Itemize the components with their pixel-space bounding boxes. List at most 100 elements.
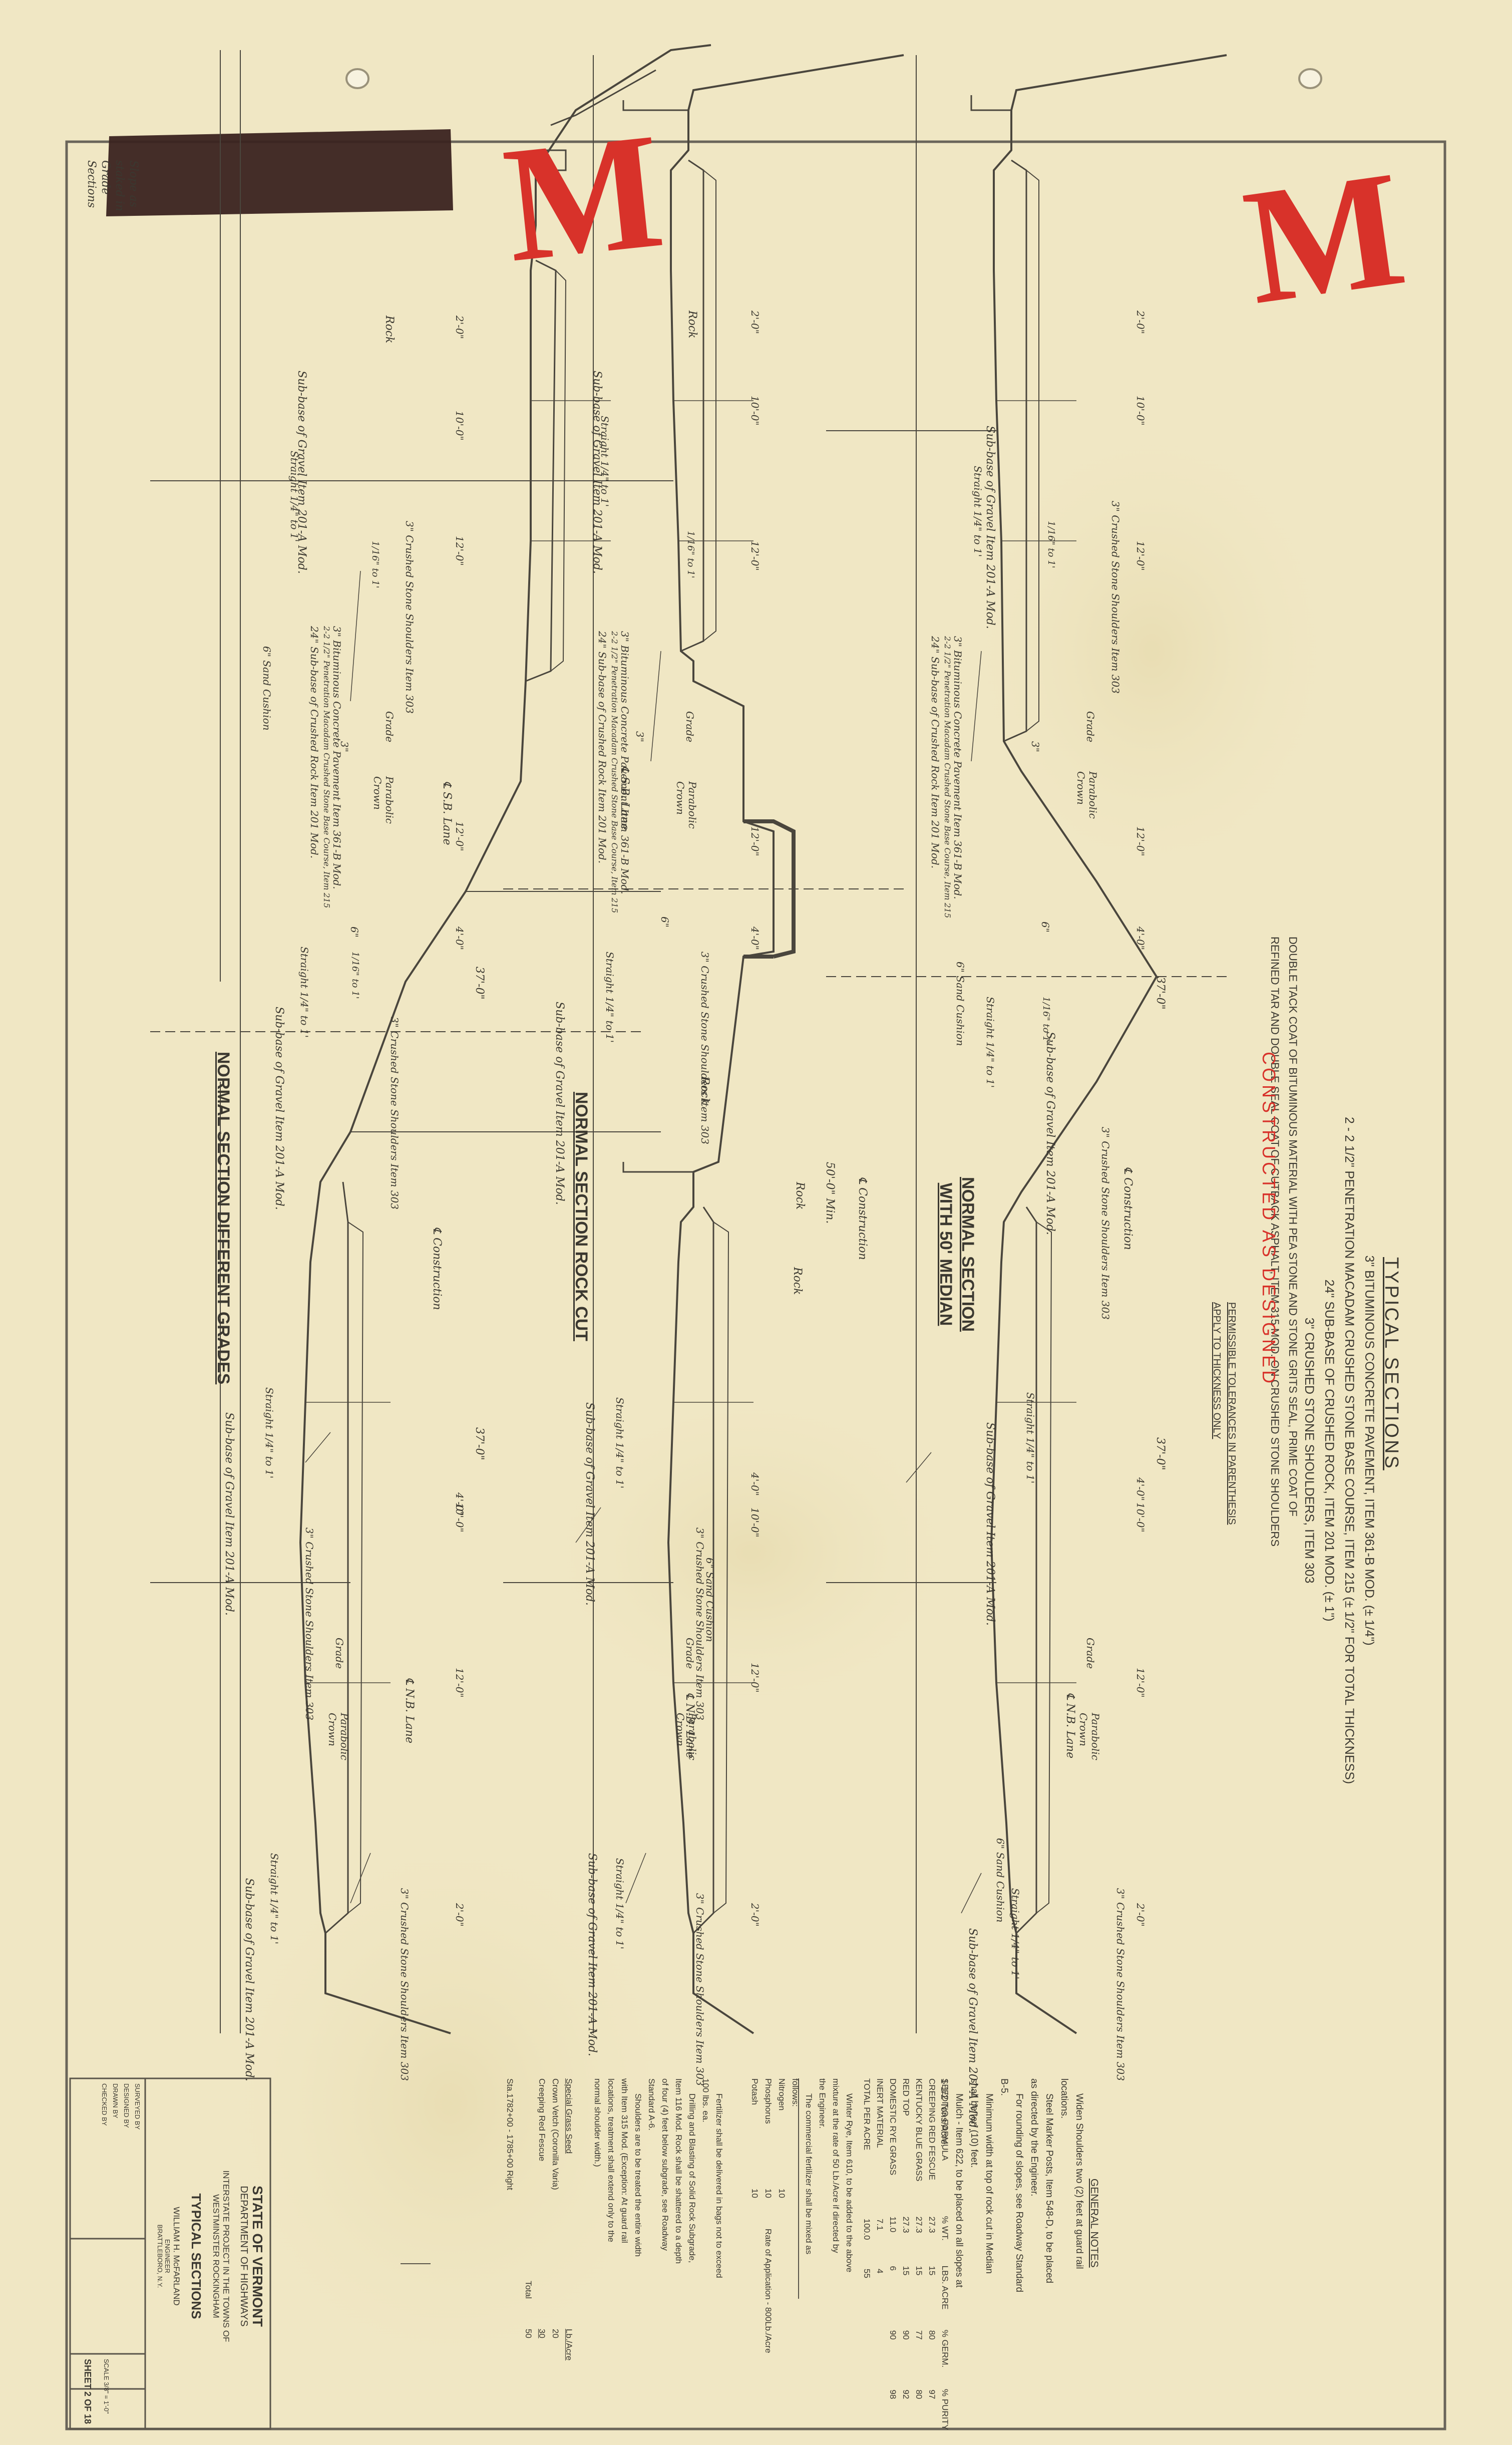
label-penetration-macadam: 2-2 1/2" Penetration Macadam Crushed Sto… xyxy=(943,636,952,919)
label-subbase-gravel: Sub-base of Gravel Item 201-A Mod. xyxy=(273,1007,285,1210)
punch-hole-icon xyxy=(345,68,1322,89)
label-subbase-gravel: Sub-base of Gravel Item 201-A Mod. xyxy=(984,1422,996,1626)
fertilizer-rate: Rate of Application - 800Lb./Acre xyxy=(764,2229,773,2353)
section-title-different-grades: NORMAL SECTION DIFFERENT GRADES xyxy=(214,1052,233,1385)
note-line: as directed by the Engineer. xyxy=(1029,2078,1039,2197)
general-notes-title: GENERAL NOTES xyxy=(1088,2179,1100,2268)
seeding-row: INERT MATERIAL 7.1 4 xyxy=(873,2078,886,2429)
seeding-formula-table: SEEDING FORMULA % WT. LBS. ACRE % GERM. … xyxy=(860,2078,951,2430)
label-subbase-crushed-rock: 24" Sub-base of Crushed Rock Item 201 Mo… xyxy=(308,626,320,859)
dimension-label: 12'-0" xyxy=(454,821,466,851)
dimension-label: 4'-0" xyxy=(1135,927,1147,950)
field-label: DRAWN BY xyxy=(112,2083,119,2118)
seeding-cell: 15 xyxy=(914,2266,924,2276)
dimension-label: 12'-0" xyxy=(454,1668,466,1698)
constructed-as-designed-stamp: CONSTRUCTED AS DESIGNED xyxy=(1259,1052,1279,1387)
dimension-label: 4'-0" xyxy=(749,1472,761,1496)
dimension-label: 12'-0" xyxy=(1135,826,1147,856)
red-revision-mark: M xyxy=(1235,136,1415,339)
seeding-cell: 98 xyxy=(888,2389,898,2399)
special-cell: Creeping Red Fescue xyxy=(537,2078,547,2162)
label-parabolic-crown: Parabolic Crown xyxy=(1075,771,1099,819)
note-line: Steel Marker Posts, Item 548-D, to be pl… xyxy=(1044,2093,1054,2284)
dimension-label: 12'-0" xyxy=(454,536,466,566)
header-line: 3" CRUSHED STONE SHOULDERS, ITEM 303 xyxy=(1302,1317,1316,1584)
note-line: For rounding of slopes, see Roadway Stan… xyxy=(1014,2093,1024,2293)
department-name: DEPARTMENT OF HIGHWAYS xyxy=(238,2186,249,2327)
dimension-label: 10'-0" xyxy=(1135,396,1147,426)
field-label: SURVEYED BY xyxy=(134,2083,141,2130)
dimension-label: 10'-0" xyxy=(1135,1502,1147,1533)
dimension-label: 10'-0" xyxy=(749,1507,761,1538)
label-straight-slope: Straight 1/4" to 1' xyxy=(268,1853,280,1945)
title-block-frame xyxy=(69,2077,271,2430)
label-nb-lane: ℄ N.B. Lane xyxy=(403,1678,416,1744)
label-bituminous-concrete: 3" Bituminous Concrete Pavement Item 361… xyxy=(952,636,964,899)
label-straight-slope: Straight 1/4" to 1' xyxy=(972,466,984,557)
label-straight-slope: Straight 1/4" to 1' xyxy=(1009,1888,1021,1980)
label-construction: ℄ Construction xyxy=(856,1177,869,1260)
fertilizer-delivery-note: Fertilizer shall be delivered in bags no… xyxy=(591,2078,726,2429)
dimension-label: 37'-0" xyxy=(473,1427,486,1460)
seeding-cell: 90 xyxy=(901,2330,911,2340)
note-line: Minimum width at top of rock cut in Medi… xyxy=(984,2093,994,2274)
special-title: Special Grass Seed xyxy=(564,2078,574,2154)
note-line: Item 116 Mod. Rock shall be shattered to… xyxy=(674,2078,683,2264)
state-name: STATE OF VERMONT xyxy=(250,2185,265,2327)
typical-sections-header: TYPICAL SECTIONS xyxy=(1380,1172,1402,1470)
special-cell: 20 xyxy=(551,2329,560,2338)
label-straight-slope: Straight 1/4" to 1' xyxy=(614,1858,626,1950)
fertilizer-cell: 10 xyxy=(750,2189,760,2198)
label-nb-lane: ℄ N.B. Lane xyxy=(683,1693,696,1759)
label-straight-slope: Straight 1/4" to 1' xyxy=(298,947,310,1038)
label-subbase-gravel: Sub-base of Gravel Item 201-A Mod. xyxy=(553,1002,566,1205)
fertilizer-cell: 10 xyxy=(777,2189,787,2198)
seeding-row: TOTAL PER ACRE 100.0 55 xyxy=(860,2078,873,2429)
label-straight-slope: Straight 1/4" to 1' xyxy=(984,997,996,1088)
slope-label: 1/16" to 1' xyxy=(1041,997,1051,1044)
section-title-line: NORMAL SECTION xyxy=(958,1177,977,1332)
seeding-cell: 6 xyxy=(888,2266,898,2271)
label-bituminous-concrete: 3" Bituminous Concrete Pavement Item 361… xyxy=(331,626,343,889)
header-lines: 3" BITUMINOUS CONCRETE PAVEMENT, ITEM 36… xyxy=(1299,1117,1379,1784)
winter-rye-note: Winter Rye, Item 610, to be added to the… xyxy=(748,2078,856,2429)
dimension-label: 4'-0" xyxy=(749,927,761,950)
label-straight-slope: Straight 1/4" to 1' xyxy=(1024,1392,1036,1484)
engineer-name: WILLIAM H. McFARLAND xyxy=(172,2207,181,2306)
label-sand-cushion: 6" Sand Cushion xyxy=(994,1838,1006,1923)
page-title: TYPICAL SECTIONS xyxy=(1381,1257,1402,1470)
note-line: of four (4) feet below subgrade, see Roa… xyxy=(660,2078,670,2251)
dimension-label: 3" xyxy=(1029,741,1041,752)
seeding-header: % WT. xyxy=(940,2216,950,2241)
sheet-number: SHEET 2 OF 18 xyxy=(83,2359,93,2424)
label-rock: Rock xyxy=(383,316,396,344)
label-grade: Grade xyxy=(333,1638,345,1669)
general-notes: GENERAL NOTES Widen Shoulders two (2) fe… xyxy=(936,2078,1101,2429)
seeding-cell: INERT MATERIAL xyxy=(875,2078,885,2148)
tolerance-line: APPLY TO THICKNESS ONLY xyxy=(1211,1302,1222,1439)
dimension-label: 12'-0" xyxy=(749,541,761,571)
project-line: WESTMINSTER ROCKINGHAM xyxy=(211,2194,221,2318)
special-row: Total 50 xyxy=(522,2078,535,2429)
slope-label: 1/16" to 1' xyxy=(685,531,696,578)
label-sand-cushion: 6" Sand Cushion xyxy=(704,1558,716,1642)
note-line: Fertilizer shall be delivered in bags no… xyxy=(714,2093,724,2278)
seeding-row: KENTUCKY BLUE GRASS 27.3 15 77 80 xyxy=(912,2078,925,2429)
dimension-label: 3" xyxy=(338,741,350,752)
slope-label: 1/16" to 1' xyxy=(370,541,381,588)
label-straight-slope: Straight 1/4" to 1' xyxy=(288,451,300,542)
dimension-label: 37'-0" xyxy=(1154,977,1167,1010)
title-block: STATE OF VERMONT DEPARTMENT OF HIGHWAYS … xyxy=(156,2083,265,2429)
dimension-label: 6" xyxy=(1039,922,1051,933)
dimension-label: 4'-0" xyxy=(454,927,466,950)
label-crushed-stone-shoulders: 3" Crushed Stone Shoulders Item 303 xyxy=(389,1017,401,1210)
engineer-firm: ENGINEER xyxy=(164,2239,171,2273)
label-construction: ℄ Construction xyxy=(431,1227,443,1310)
dimension-label: 37'-0" xyxy=(473,967,486,1000)
field-label: CHECKED BY xyxy=(101,2083,108,2126)
dimension-label: 10'-0" xyxy=(454,411,466,441)
label-subbase-gravel: Sub-base of Gravel Item 201-A Mod. xyxy=(223,1412,235,1616)
sheet-title: TYPICAL SECTIONS xyxy=(189,2193,204,2319)
dimension-label: 2'-0" xyxy=(749,311,761,334)
section-title-line: WITH 50' MEDIAN xyxy=(936,1182,955,1326)
